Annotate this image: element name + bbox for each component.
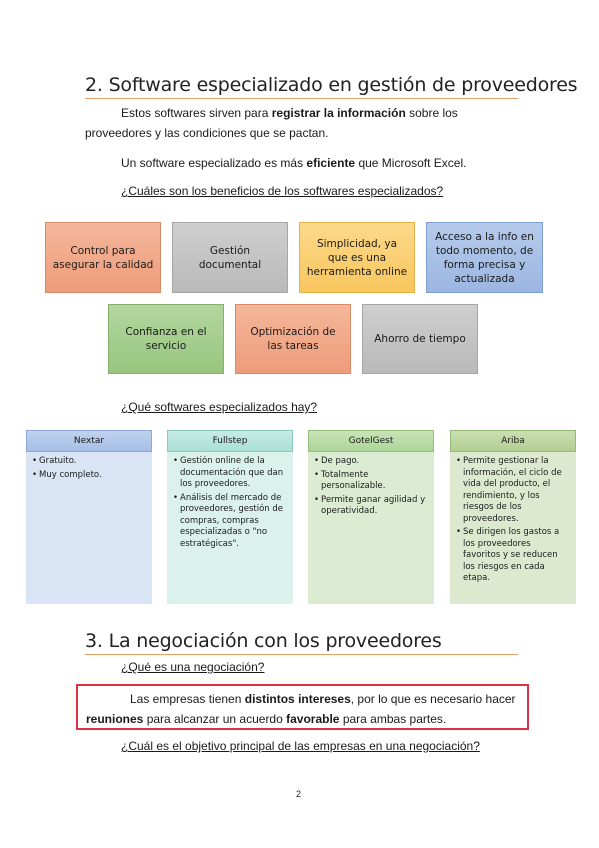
definition-bold-1: distintos intereses <box>244 692 351 706</box>
software-name: Fullstep <box>167 430 293 452</box>
software-points: Gratuito. Muy completo. <box>26 452 152 604</box>
benefit-optimization: Optimización de las tareas <box>235 304 351 374</box>
efficiency-bold: eficiente <box>306 156 356 170</box>
intro-text-2: sobre los proveedores y las condiciones … <box>85 106 458 140</box>
benefit-access: Acceso a la info en todo momento, de for… <box>426 222 543 293</box>
benefit-time-saving: Ahorro de tiempo <box>362 304 478 374</box>
software-ariba: Ariba Permite gestionar la información, … <box>450 430 576 604</box>
efficiency-paragraph: Un software especializado es más eficien… <box>121 153 466 173</box>
objective-question: ¿Cuál es el objetivo principal de las em… <box>121 739 480 753</box>
section-3-heading: 3. La negociación con los proveedores <box>85 630 442 652</box>
software-point: Permite ganar agilidad y operatividad. <box>314 495 428 518</box>
software-points: Permite gestionar la información, el cic… <box>450 452 576 604</box>
section-3-rule <box>85 654 518 655</box>
section-2-heading: 2. Software especializado en gestión de … <box>85 74 578 96</box>
efficiency-text-1: Un software especializado es más <box>121 156 307 170</box>
software-points: De pago. Totalmente personalizable. Perm… <box>308 452 434 604</box>
benefit-trust: Confianza en el servicio <box>108 304 224 374</box>
benefit-quality-control: Control para asegurar la calidad <box>45 222 161 293</box>
software-point: Gratuito. <box>32 456 146 468</box>
negotiation-definition-box: Las empresas tienen distintos intereses,… <box>76 684 529 730</box>
definition-text-4: para ambas partes. <box>339 712 447 726</box>
software-point: Análisis del mercado de proveedores, ges… <box>173 493 287 551</box>
negotiation-definition: Las empresas tienen distintos intereses,… <box>78 689 527 729</box>
definition-bold-2: reuniones <box>86 712 144 726</box>
software-point: Muy completo. <box>32 470 146 482</box>
software-name: Nextar <box>26 430 152 452</box>
software-nextar: Nextar Gratuito. Muy completo. <box>26 430 152 604</box>
negotiation-question: ¿Qué es una negociación? <box>121 660 265 674</box>
efficiency-text-2: que Microsoft Excel. <box>355 156 467 170</box>
software-points: Gestión online de la documentación que d… <box>167 452 293 604</box>
software-point: De pago. <box>314 456 428 468</box>
definition-text-1: Las empresas tienen <box>130 692 245 706</box>
software-gotelgest: GotelGest De pago. Totalmente personaliz… <box>308 430 434 604</box>
definition-bold-3: favorable <box>286 712 340 726</box>
software-point: Permite gestionar la información, el cic… <box>456 456 570 525</box>
benefit-simplicity: Simplicidad, ya que es una herramienta o… <box>299 222 415 293</box>
benefits-question: ¿Cuáles son los beneficios de los softwa… <box>121 184 444 198</box>
section-2-rule <box>85 98 518 99</box>
definition-text-2: , por lo que es necesario hacer <box>350 692 516 706</box>
definition-text-3: para alcanzar un acuerdo <box>143 712 287 726</box>
intro-paragraph: Estos softwares sirven para registrar la… <box>85 103 515 143</box>
intro-text-1: Estos softwares sirven para <box>121 106 272 120</box>
software-point: Se dirigen los gastos a los proveedores … <box>456 527 570 585</box>
page-number: 2 <box>296 789 302 799</box>
benefit-document-management: Gestión documental <box>172 222 288 293</box>
software-name: GotelGest <box>308 430 434 452</box>
software-point: Totalmente personalizable. <box>314 470 428 493</box>
softwares-question: ¿Qué softwares especializados hay? <box>121 400 318 414</box>
intro-bold: registrar la información <box>271 106 406 120</box>
software-name: Ariba <box>450 430 576 452</box>
software-fullstep: Fullstep Gestión online de la documentac… <box>167 430 293 604</box>
software-point: Gestión online de la documentación que d… <box>173 456 287 491</box>
